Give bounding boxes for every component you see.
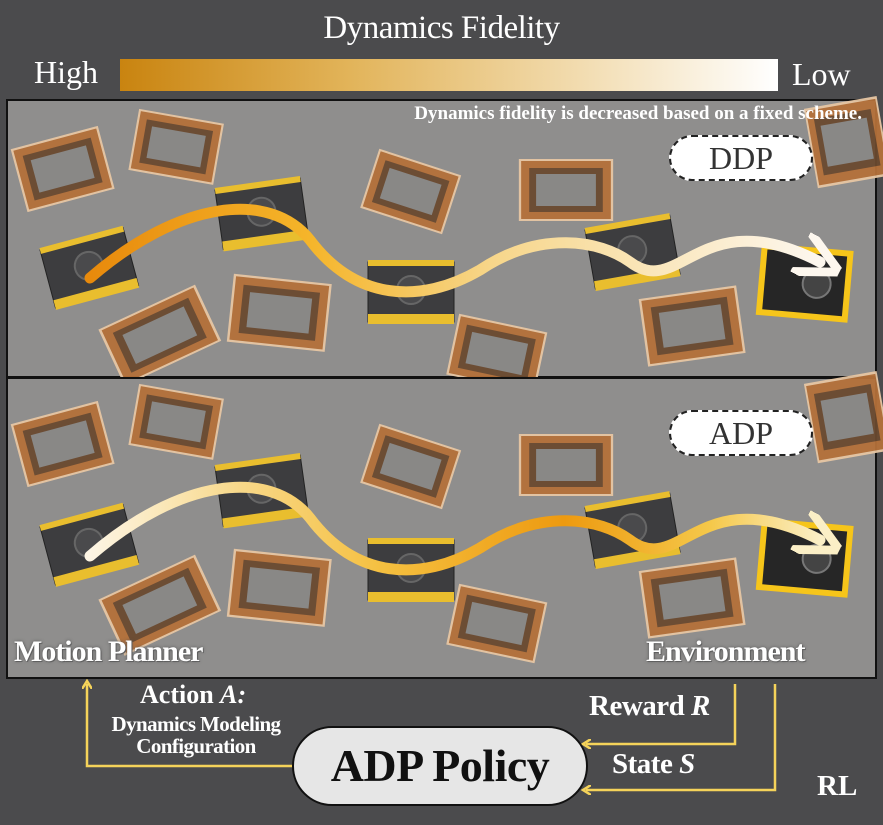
- fixed-scheme-note: Dynamics fidelity is decreased based on …: [414, 103, 862, 124]
- action-label: Action A:: [140, 680, 246, 710]
- action-prefix: Action: [140, 680, 221, 709]
- state-prefix: State: [612, 748, 680, 780]
- reward-label: Reward R: [589, 690, 710, 723]
- action-variable: A:: [220, 680, 247, 709]
- flow-arrows: [87, 684, 777, 790]
- ddp-badge: DDP: [669, 135, 813, 181]
- ddp-panel: [6, 96, 883, 394]
- adp-badge: ADP: [669, 410, 813, 456]
- state-label: State S: [612, 748, 695, 781]
- high-label: High: [34, 54, 98, 90]
- reward-prefix: Reward: [589, 690, 692, 722]
- reward-variable: R: [691, 690, 710, 722]
- motion-planner-label: Motion Planner: [14, 635, 203, 668]
- figure-title: Dynamics Fidelity: [323, 10, 560, 46]
- adp-policy-box: ADP Policy: [292, 726, 588, 806]
- state-variable: S: [679, 748, 695, 780]
- action-detail: Dynamics Modeling Configuration: [111, 712, 281, 758]
- rl-label: RL: [817, 770, 858, 802]
- low-label: Low: [792, 56, 851, 92]
- fidelity-gradient-bar: [120, 59, 778, 91]
- environment-label: Environment: [646, 635, 805, 668]
